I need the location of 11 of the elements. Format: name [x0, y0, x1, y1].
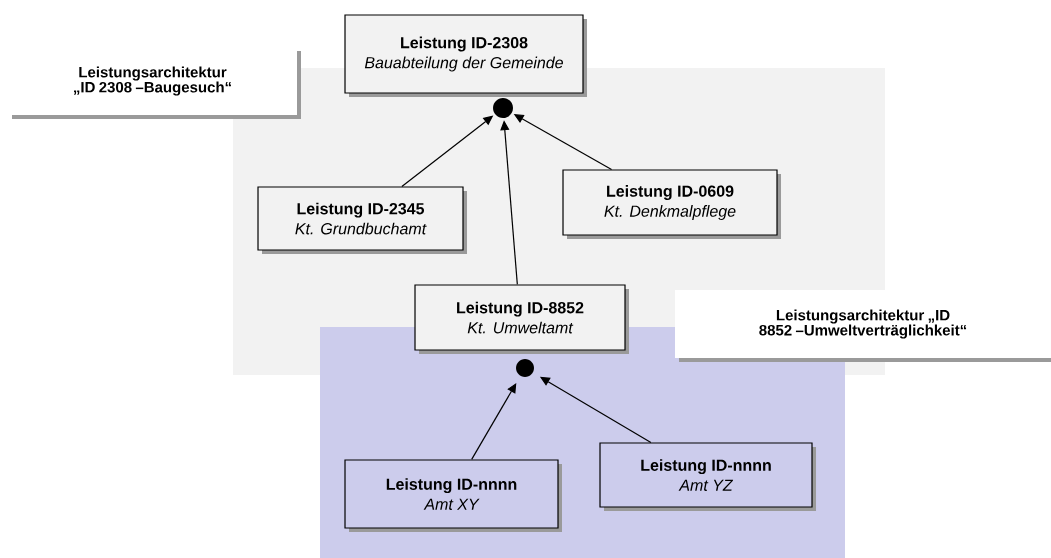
service-box: Leistung ID-8852 Kt. Umweltamt [414, 284, 629, 354]
title-box: Leistungsarchitektur „ID 2308 –Baugesuch“ [8, 47, 301, 119]
junction-dot [516, 359, 534, 377]
service-box: Leistung ID-2345 Kt. Grundbuchamt [257, 186, 467, 254]
service-box: Leistung ID-0609 Kt. Denkmalpflege [562, 169, 781, 239]
service-box: Leistung ID-nnnn Amt XY [344, 459, 562, 532]
junction-dot [493, 98, 513, 118]
service-box: Leistung ID-nnnn Amt YZ [599, 442, 816, 511]
node-label: Leistungsarchitektur „ID 2308 –Baugesuch“ [73, 66, 231, 96]
service-box: Leistung ID-2308 Bauabteilung der Gemeinde [344, 14, 587, 97]
title-box: Leistungsarchitektur „ID 8852 –Umweltverträglichkeit“ [675, 290, 1051, 362]
